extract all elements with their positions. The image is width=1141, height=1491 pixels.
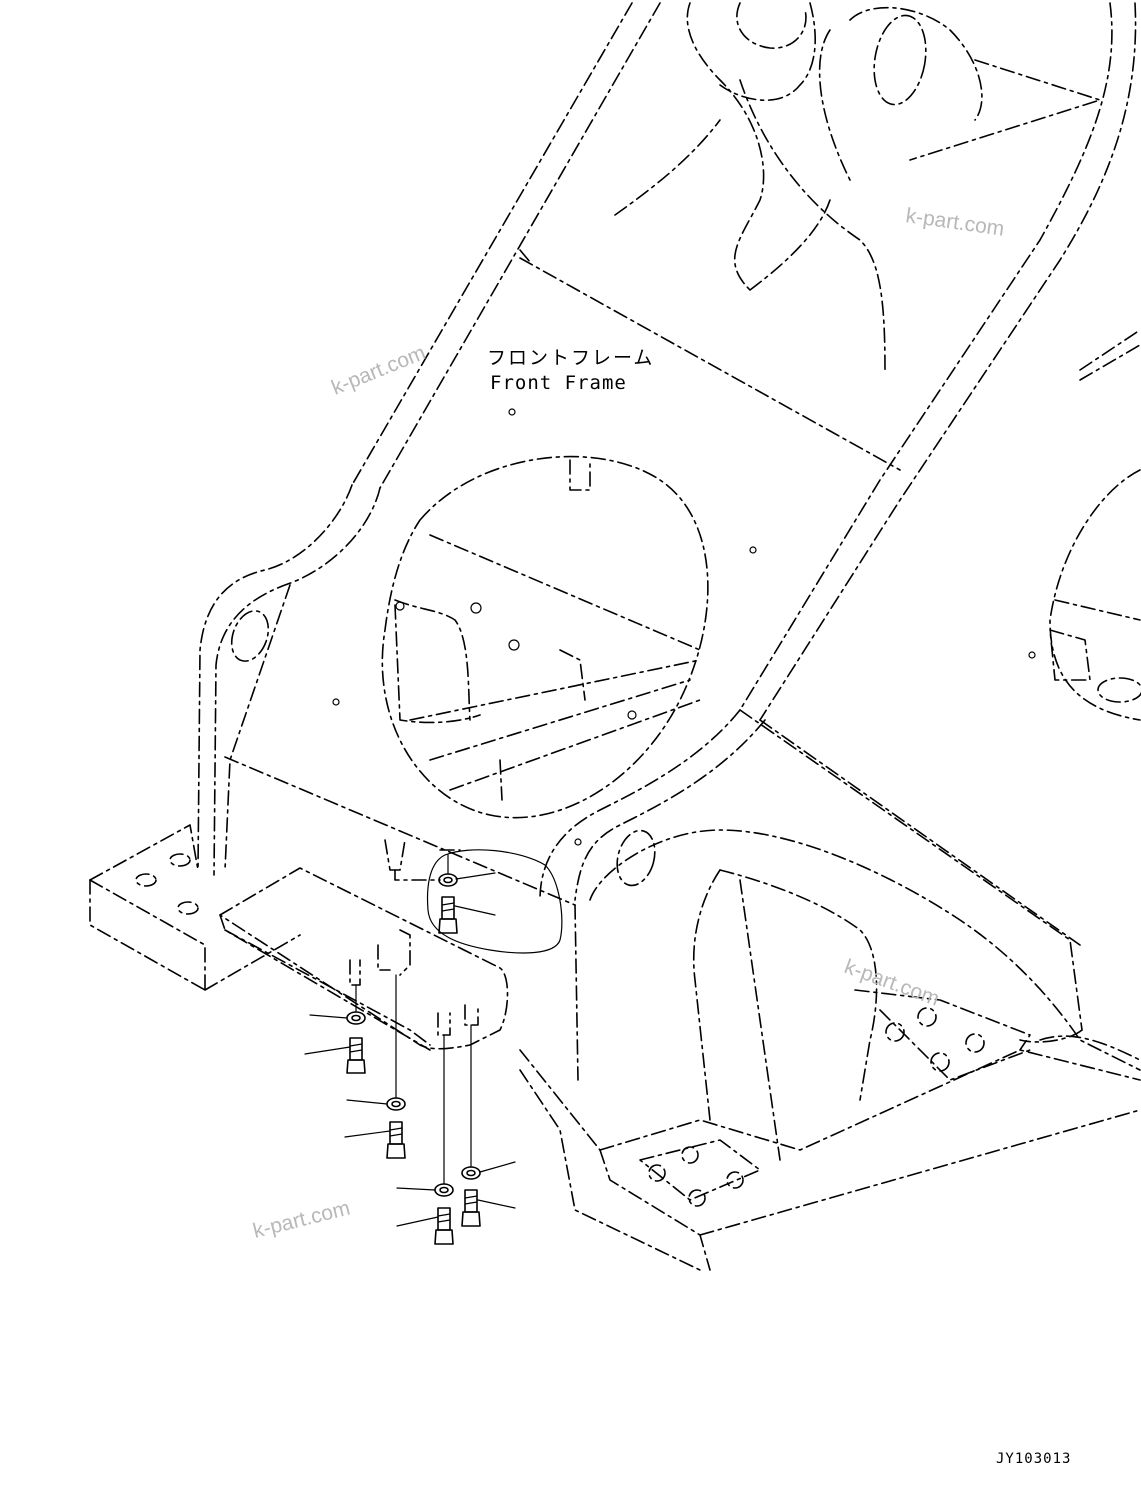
fasteners [304, 854, 516, 1245]
front-frame-outline [197, 2, 1137, 1081]
bolt [441, 896, 455, 920]
part-name-en: Front Frame [490, 372, 627, 394]
watermark: k-part.com [328, 341, 429, 399]
bolt-pad [426, 849, 563, 954]
mounting-plate [219, 839, 509, 1051]
part-name-jp: フロントフレーム [487, 347, 654, 369]
watermark: k-part.com [251, 1197, 353, 1243]
washer [438, 873, 458, 887]
right-components [1028, 329, 1141, 721]
watermark: k-part.com [904, 204, 1005, 241]
front-bracket [89, 824, 301, 991]
frame-circular-opening [332, 408, 757, 846]
drawing-code: JY103013 [996, 1451, 1071, 1467]
rear-frame [519, 709, 1141, 1271]
upper-linkage [614, 2, 1101, 371]
watermark: k-part.com [841, 955, 942, 1011]
